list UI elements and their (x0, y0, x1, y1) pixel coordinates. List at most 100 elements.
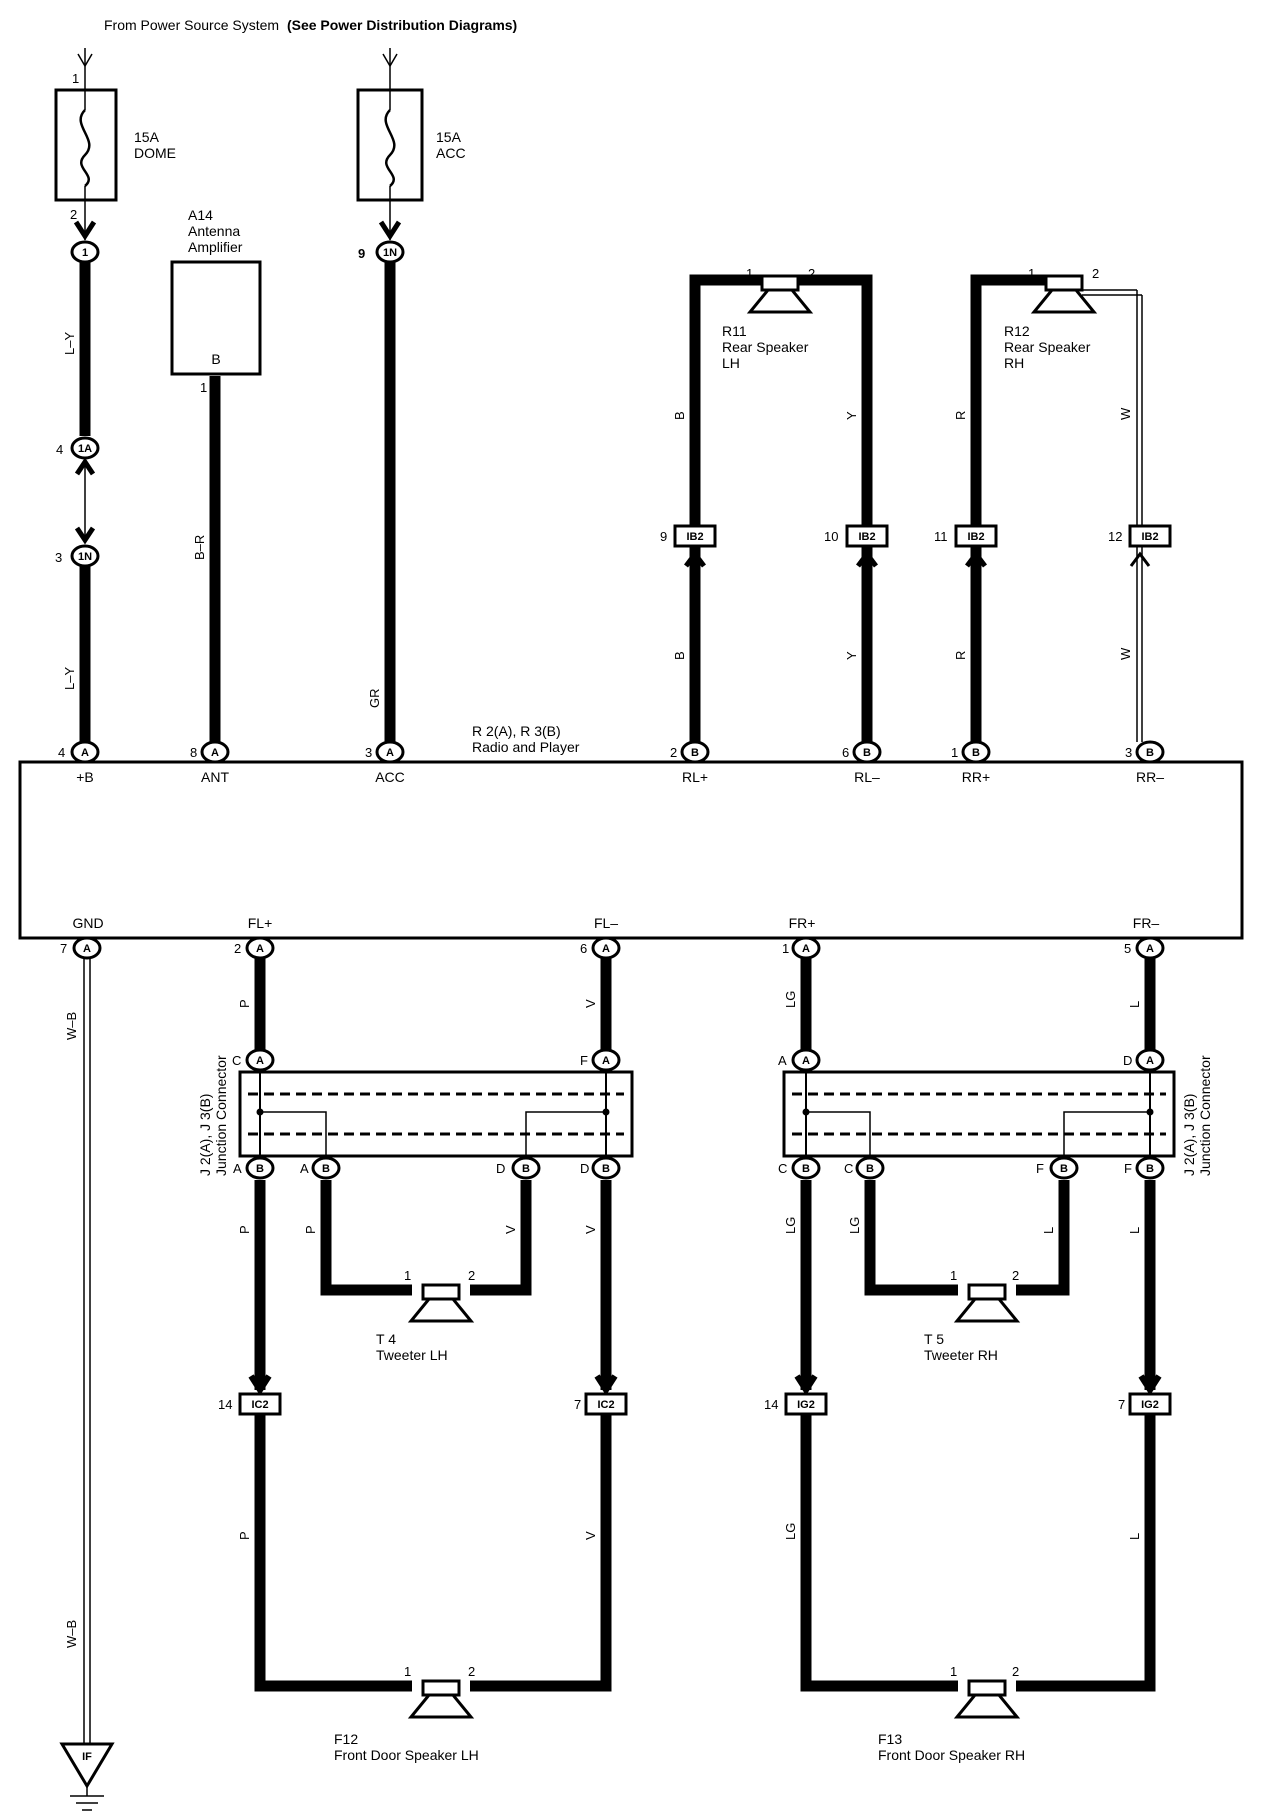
ib2-rr-minus-pin: 12 (1108, 529, 1122, 544)
wire-color-r-upper: R (953, 411, 968, 420)
terminal-b-plus: +B (76, 769, 94, 785)
wire-color-wb-upper: W–B (64, 1012, 79, 1040)
svg-text:7: 7 (60, 941, 67, 956)
svg-text:L: L (1041, 1227, 1056, 1234)
wire-color-ly-lower: L–Y (62, 667, 77, 690)
acc-fuse-branch: 15A ACC 1N 9 GR (356, 48, 466, 742)
wire-color-b-lower: B (672, 651, 687, 660)
svg-text:A: A (300, 1161, 309, 1176)
svg-text:2: 2 (1012, 1664, 1019, 1679)
dome-fuse-branch: 1 15A DOME 2 1 L–Y 1A 4 1N 3 L–Y (54, 48, 176, 742)
dome-fuse-pin-bottom: 2 (70, 207, 77, 222)
ground-icon (59, 1742, 115, 1789)
terminal-rl-minus: RL– (854, 769, 880, 785)
wire-color-gr: GR (367, 689, 382, 709)
svg-text:LG: LG (783, 991, 798, 1008)
ground-if-label: IF (82, 1751, 92, 1763)
svg-text:D: D (1123, 1053, 1132, 1068)
svg-text:6: 6 (842, 745, 849, 760)
svg-text:A: A (256, 943, 264, 955)
antenna-terminal: B (211, 351, 220, 367)
r11-label-1: Rear Speaker (722, 339, 809, 355)
svg-text:B: B (1146, 747, 1154, 759)
svg-text:2: 2 (468, 1664, 475, 1679)
antenna-branch: A14 Antenna Amplifier B 1 B–R (170, 207, 262, 742)
pin-1n-number: 3 (55, 550, 62, 565)
svg-text:B: B (322, 1163, 330, 1175)
antenna-label-1: Antenna (188, 223, 240, 239)
svg-text:B: B (1060, 1163, 1068, 1175)
radio-top-pins: A 4 A 8 A 3 B 2 B 6 B 1 B 3 (58, 740, 1165, 764)
svg-text:F: F (580, 1053, 588, 1068)
dome-fuse-name: DOME (134, 145, 176, 161)
connector-1n-acc-label: 1N (383, 247, 397, 259)
svg-text:C: C (844, 1161, 853, 1176)
svg-text:D: D (580, 1161, 589, 1176)
svg-text:A: A (256, 1055, 264, 1067)
svg-text:P: P (303, 1225, 318, 1234)
front-door-speaker-lh-icon (409, 1679, 473, 1719)
junction-right-code: J 2(A), J 3(B) (1181, 1094, 1197, 1176)
svg-text:LG: LG (783, 1217, 798, 1234)
svg-text:1: 1 (951, 745, 958, 760)
wire-color-w-upper: W (1118, 407, 1133, 420)
wire-color-y-upper: Y (844, 411, 859, 420)
svg-text:A: A (1146, 943, 1154, 955)
svg-text:8: 8 (190, 745, 197, 760)
terminal-fr-minus: FR– (1133, 915, 1160, 931)
terminal-gnd: GND (72, 915, 103, 931)
front-door-speaker-rh-icon (955, 1679, 1019, 1719)
svg-text:A: A (802, 1055, 810, 1067)
svg-text:L: L (1127, 1001, 1142, 1008)
terminal-acc: ACC (375, 769, 405, 785)
svg-text:B: B (522, 1163, 530, 1175)
terminal-fl-plus: FL+ (248, 915, 273, 931)
svg-text:A: A (602, 943, 610, 955)
svg-text:B: B (691, 747, 699, 759)
terminal-fr-plus: FR+ (789, 915, 816, 931)
svg-text:P: P (237, 1225, 252, 1234)
rear-speaker-rh-branch: 1 2 R12 Rear Speaker RH R W IB2 11 IB2 1… (934, 266, 1172, 742)
svg-text:V: V (583, 1531, 598, 1540)
t5-name: Tweeter RH (924, 1347, 998, 1363)
svg-text:A: A (802, 943, 810, 955)
svg-text:3: 3 (365, 745, 372, 760)
svg-text:A: A (602, 1055, 610, 1067)
r11-pin2: 2 (808, 266, 815, 281)
radio-and-player: R 2(A), R 3(B) Radio and Player A 4 A 8 … (18, 723, 1244, 940)
ic2-right-label: IC2 (597, 1399, 614, 1411)
f13-code: F13 (878, 1731, 902, 1747)
svg-text:A: A (1146, 1055, 1154, 1067)
ib2-rr-minus-label: IB2 (1141, 531, 1158, 543)
junction-left-name: Junction Connector (213, 1055, 229, 1176)
svg-text:V: V (583, 1225, 598, 1234)
r12-pin1: 1 (1028, 266, 1035, 281)
svg-text:2: 2 (468, 1268, 475, 1283)
junction-connector-right (782, 1070, 1176, 1158)
acc-fuse-name: ACC (436, 145, 466, 161)
svg-text:B: B (802, 1163, 810, 1175)
svg-text:V: V (503, 1225, 518, 1234)
ib2-rl-plus-label: IB2 (686, 531, 703, 543)
ib2-rr-plus-label: IB2 (967, 531, 984, 543)
svg-text:P: P (237, 1531, 252, 1540)
svg-text:B: B (972, 747, 980, 759)
f12-code: F12 (334, 1731, 358, 1747)
r12-pin2: 2 (1092, 266, 1099, 281)
ib2-rl-minus-pin: 10 (824, 529, 838, 544)
svg-text:B: B (866, 1163, 874, 1175)
connector-1n-label: 1N (78, 551, 92, 563)
svg-text:1: 1 (782, 941, 789, 956)
svg-text:B: B (256, 1163, 264, 1175)
svg-text:3: 3 (1125, 745, 1132, 760)
svg-text:2: 2 (1012, 1268, 1019, 1283)
svg-text:A: A (233, 1161, 242, 1176)
svg-text:1: 1 (950, 1268, 957, 1283)
svg-text:L: L (1127, 1227, 1142, 1234)
junction-connector-left (238, 1070, 634, 1158)
acc-fuse-rating: 15A (436, 129, 462, 145)
ig2-left-label: IG2 (797, 1399, 815, 1411)
junction-left-code: J 2(A), J 3(B) (197, 1094, 213, 1176)
svg-text:2: 2 (670, 745, 677, 760)
radio-code: R 2(A), R 3(B) (472, 723, 561, 739)
